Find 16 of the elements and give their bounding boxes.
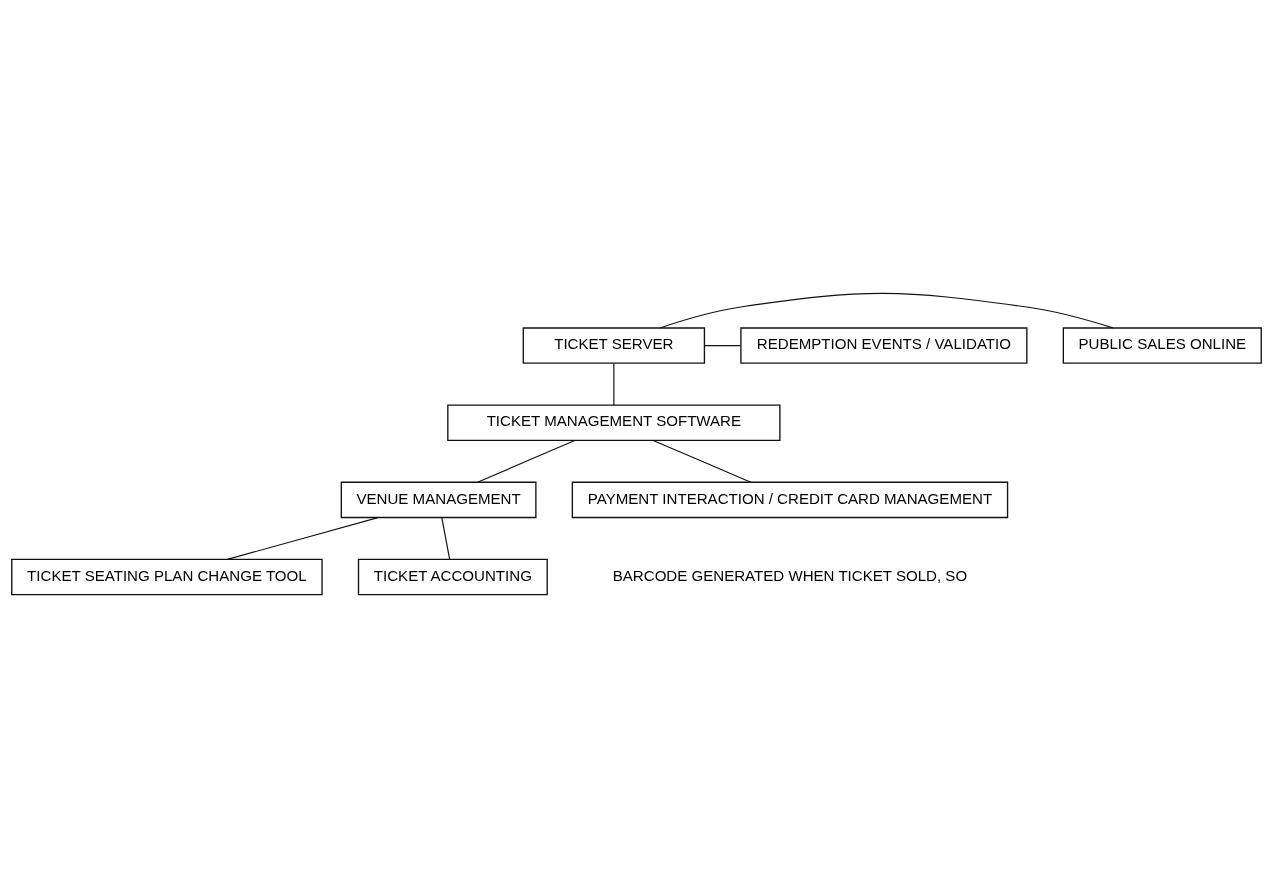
node-box: TICKET MANAGEMENT SOFTWARE (447, 404, 781, 442)
label: BARCODE GENERATED WHEN TICKET SOLD, SO (612, 566, 968, 584)
node-box: TICKET SEATING PLAN CHANGE TOOL (11, 558, 323, 596)
node-box: TICKET ACCOUNTING (357, 558, 548, 596)
node-box: TICKET SERVER (522, 327, 706, 364)
node-box: PUBLIC SALES ONLINE (1062, 327, 1262, 364)
connector (226, 517, 379, 560)
connector (441, 517, 451, 560)
connector (659, 292, 1114, 329)
node-box: VENUE MANAGEMENT (340, 481, 537, 519)
node-box: PAYMENT INTERACTION / CREDIT CARD MANAGEMENT (571, 481, 1009, 519)
connector (477, 439, 576, 483)
connector (652, 439, 752, 483)
connector (613, 362, 615, 406)
node-box: REDEMPTION EVENTS / VALIDATIO (740, 327, 1028, 364)
connector (704, 345, 742, 347)
